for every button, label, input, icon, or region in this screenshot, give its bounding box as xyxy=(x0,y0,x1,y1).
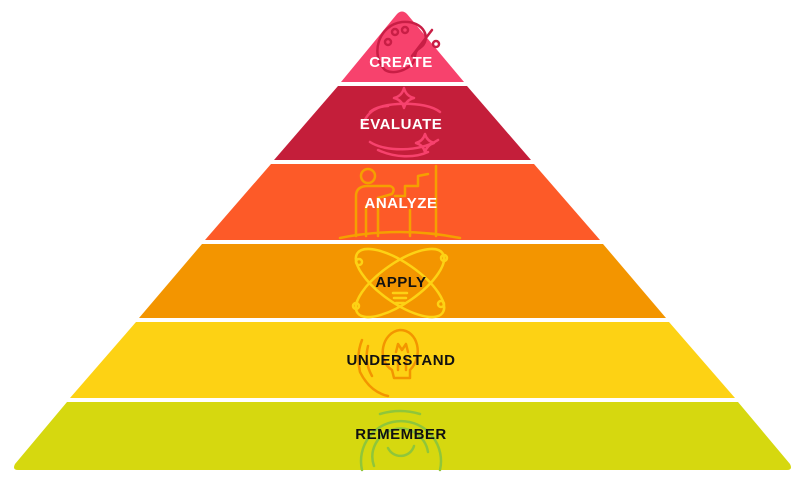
level-create-shape xyxy=(341,11,464,82)
sparkle-icon xyxy=(360,86,442,158)
level-create-label: CREATE xyxy=(369,54,433,71)
level-remember: REMEMBER xyxy=(14,402,791,472)
level-analyze-label: ANALYZE xyxy=(365,195,438,212)
level-apply: APPLY xyxy=(139,244,666,319)
level-evaluate: EVALUATE xyxy=(274,86,531,160)
level-apply-label: APPLY xyxy=(375,274,426,291)
level-evaluate-label: EVALUATE xyxy=(360,116,443,133)
level-analyze: ANALYZE xyxy=(205,164,600,240)
concentric-circles-icon xyxy=(359,409,443,472)
hand-lightbulb-icon xyxy=(357,328,419,398)
level-understand: UNDERSTAND xyxy=(70,322,735,398)
palette-icon xyxy=(376,20,441,74)
level-understand-shape xyxy=(70,322,735,398)
level-evaluate-shape xyxy=(274,86,531,160)
level-remember-shape xyxy=(14,402,791,470)
level-apply-shape xyxy=(139,244,666,318)
presentation-chart-icon xyxy=(338,164,462,240)
level-create: CREATE xyxy=(341,11,464,82)
atom-lightbulb-icon xyxy=(351,247,449,319)
level-remember-label: REMEMBER xyxy=(355,426,447,443)
level-analyze-shape xyxy=(205,164,600,240)
level-understand-label: UNDERSTAND xyxy=(347,352,456,369)
